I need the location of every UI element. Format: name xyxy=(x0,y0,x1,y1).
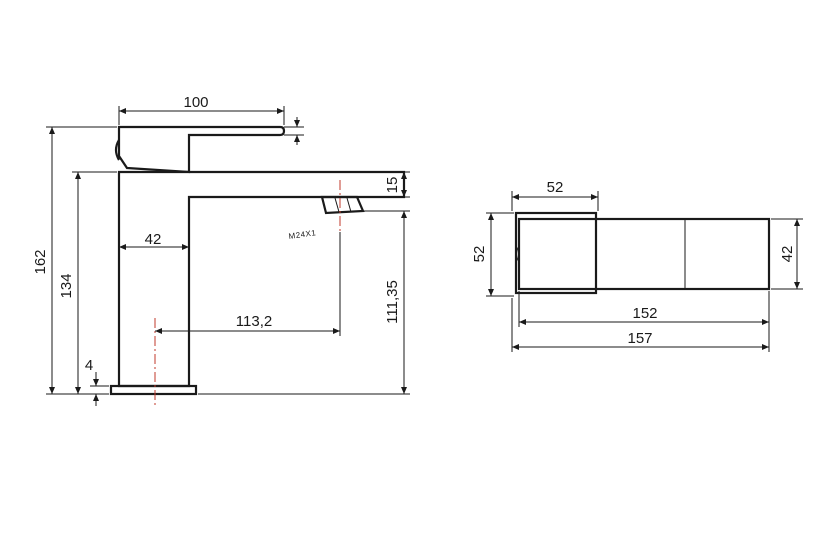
dim-spout-reach: 113,2 xyxy=(155,232,341,336)
aerator xyxy=(320,195,365,215)
dim-label: 4 xyxy=(85,357,93,374)
thread-label: M24X1 xyxy=(288,228,317,241)
side-view: 100 162 134 4 xyxy=(32,94,410,408)
dim-overall-length: 157 xyxy=(511,298,769,352)
top-view: 52 52 42 152 157 xyxy=(471,179,803,352)
dim-label: 134 xyxy=(58,273,75,298)
dim-outlet-height: 111,35 xyxy=(198,210,410,395)
dim-label: 113,2 xyxy=(236,313,272,330)
aerator-line xyxy=(346,197,352,213)
dim-label: 111,35 xyxy=(384,280,401,324)
dim-handle-depth: 52 xyxy=(471,212,514,297)
dim-handle-thickness xyxy=(284,117,304,145)
dim-label: 157 xyxy=(627,330,652,347)
dim-spout-height: 134 xyxy=(58,171,117,394)
knob-plan xyxy=(516,245,520,263)
dim-label: 100 xyxy=(183,94,208,111)
dim-label: 152 xyxy=(632,305,657,322)
dim-label: 42 xyxy=(779,246,796,263)
aerator-line xyxy=(334,197,340,213)
dim-label: 52 xyxy=(471,246,488,263)
tap-body xyxy=(117,170,406,388)
dim-spout-thickness: 15 xyxy=(384,171,410,198)
dim-body-length: 152 xyxy=(518,291,770,352)
dim-body-depth: 42 xyxy=(771,218,803,290)
dim-base-thickness: 4 xyxy=(85,357,109,406)
body-plan xyxy=(517,217,771,291)
dim-body-width: 42 xyxy=(119,231,189,250)
lever-handle xyxy=(117,125,286,174)
tap-base xyxy=(109,384,198,396)
dim-label: 15 xyxy=(384,177,401,194)
handle-knob xyxy=(114,139,120,161)
dim-total-height: 162 xyxy=(32,126,117,395)
dim-overall-width: 100 xyxy=(118,94,285,125)
dim-label: 52 xyxy=(547,179,564,196)
handle-plan xyxy=(514,211,598,295)
dim-label: 162 xyxy=(32,249,49,274)
dim-handle-width: 52 xyxy=(511,179,599,211)
dim-label: 42 xyxy=(145,231,162,248)
